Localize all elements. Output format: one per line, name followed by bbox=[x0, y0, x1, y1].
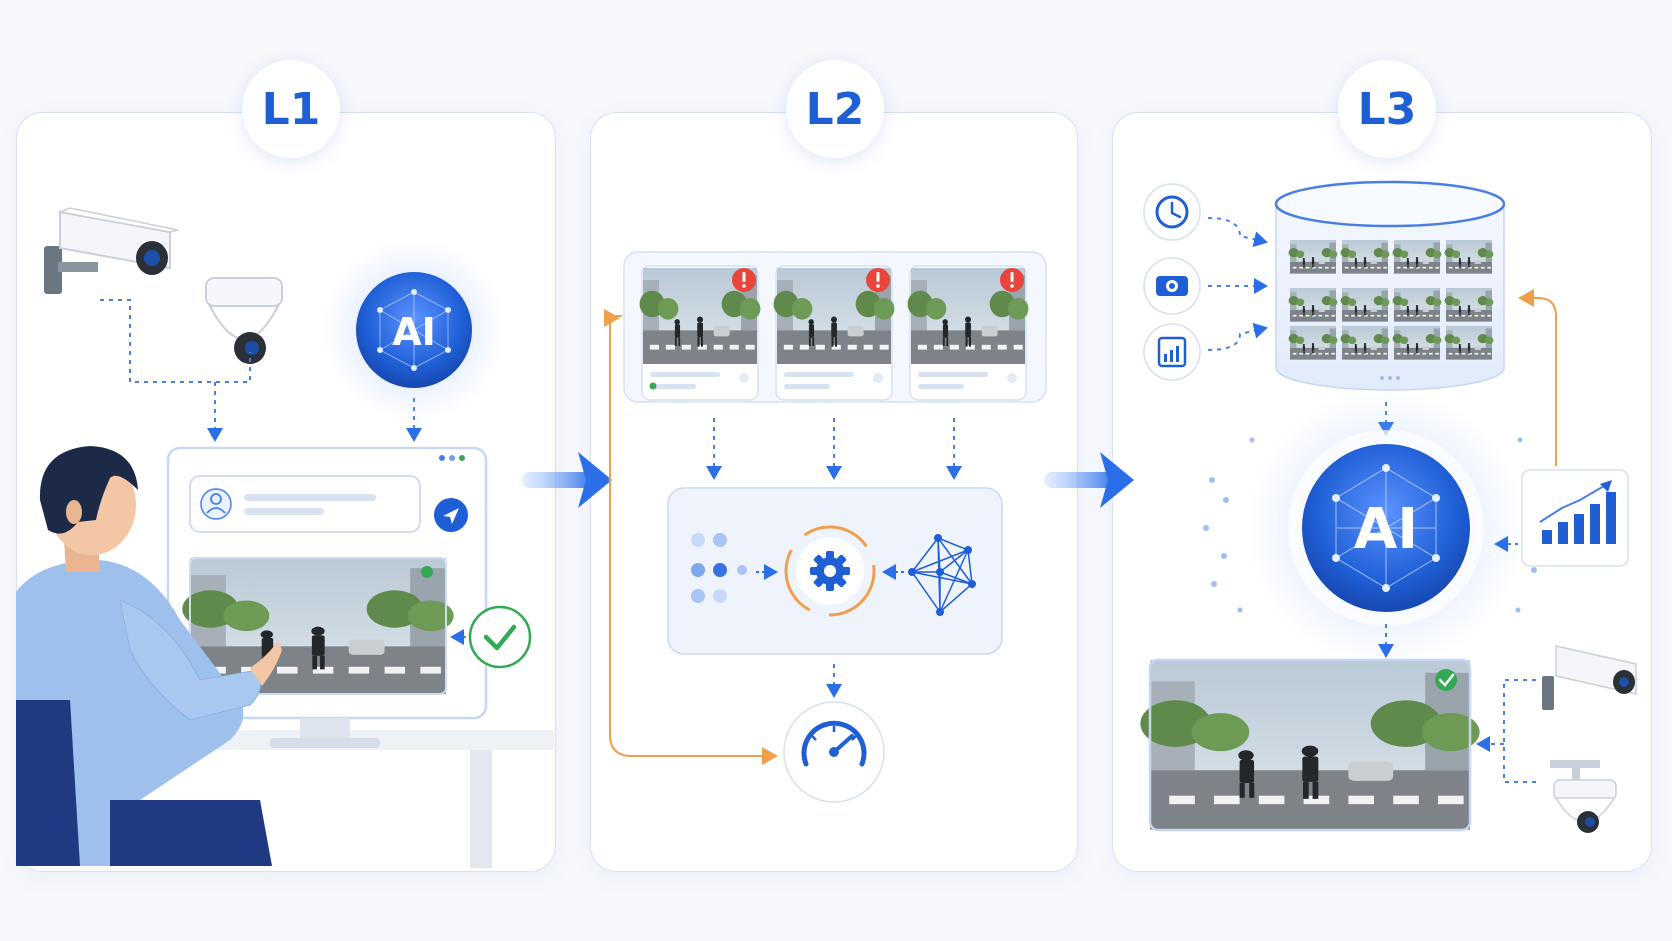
dome-camera-icon bbox=[205, 277, 283, 364]
clock-icon bbox=[1143, 183, 1201, 241]
level-3-badge: L3 bbox=[1338, 60, 1436, 158]
video-card-1[interactable] bbox=[639, 265, 761, 401]
video-card-2[interactable] bbox=[773, 265, 895, 401]
monitor-video-frame bbox=[182, 558, 454, 694]
bullet-camera-icon bbox=[44, 207, 179, 294]
user-avatar-icon bbox=[200, 488, 232, 520]
bar-chart-icon bbox=[1521, 469, 1629, 567]
arrow-right-icon bbox=[1044, 452, 1134, 508]
send-button[interactable] bbox=[434, 498, 468, 532]
operator-person bbox=[16, 446, 282, 866]
speedometer-icon bbox=[783, 701, 885, 803]
level-2-badge: L2 bbox=[786, 60, 884, 158]
ai-label-1: AI bbox=[392, 310, 436, 354]
result-video-frame bbox=[1140, 658, 1480, 832]
dome-camera-icon bbox=[1550, 760, 1617, 833]
report-chart-icon bbox=[1143, 323, 1201, 381]
alert-icon bbox=[866, 268, 890, 292]
training-process-box bbox=[667, 487, 1003, 655]
check-icon bbox=[468, 605, 532, 669]
data-points-icon bbox=[691, 533, 747, 603]
ai-orb-level-1: AI bbox=[322, 238, 506, 422]
bullet-camera-icon bbox=[1542, 645, 1637, 710]
level-1-badge: L1 bbox=[242, 60, 340, 158]
arrow-right-icon bbox=[522, 452, 612, 508]
alert-icon bbox=[1000, 268, 1024, 292]
send-icon bbox=[443, 508, 459, 524]
alert-icon bbox=[732, 268, 756, 292]
neural-network-icon bbox=[908, 534, 976, 616]
ai-label-3: AI bbox=[1354, 497, 1418, 562]
ai-orb-level-3: AI bbox=[1203, 388, 1549, 668]
video-card-3[interactable] bbox=[907, 265, 1029, 401]
gear-icon bbox=[784, 525, 876, 617]
check-icon bbox=[1435, 669, 1457, 691]
monitor bbox=[166, 446, 488, 748]
database-icon bbox=[1274, 180, 1506, 391]
camera-icon bbox=[1143, 257, 1201, 315]
